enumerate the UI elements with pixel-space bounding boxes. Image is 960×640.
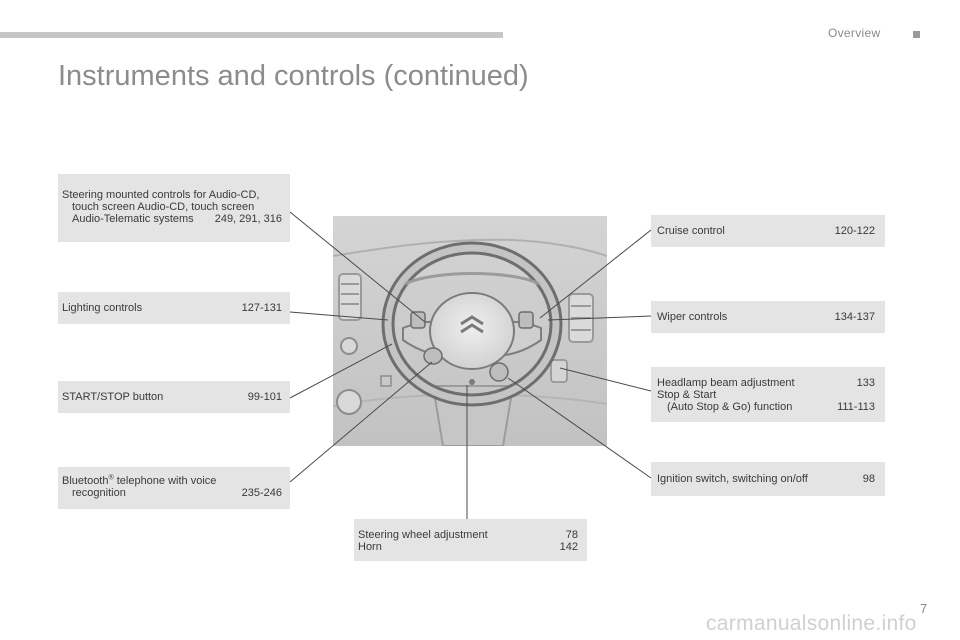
callout-label: Cruise control — [657, 225, 725, 237]
callout-label: START/STOP button — [62, 391, 164, 403]
steering-wheel-drawing — [333, 216, 607, 446]
watermark: carmanualsonline.info — [706, 612, 917, 635]
callout-cruise-control: Cruise control 120-122 — [651, 215, 885, 247]
callout-wiper-controls: Wiper controls 134-137 — [651, 301, 885, 333]
page-ref: 111-113 — [837, 401, 875, 413]
registered-mark: ® — [108, 474, 114, 482]
callout-line: (Auto Stop & Go) function — [667, 401, 793, 413]
callout-label: Steering wheel adjustment — [358, 529, 488, 541]
callout-label: Bluetooth — [62, 475, 109, 487]
header-rule — [0, 32, 503, 38]
page-ref: 127-131 — [241, 302, 282, 314]
steering-wheel-illustration — [333, 216, 607, 446]
callout-steering-audio-controls: Steering mounted controls for Audio-CD, … — [58, 174, 290, 242]
page-ref: 99-101 — [247, 391, 282, 403]
page-number: 7 — [920, 601, 928, 616]
page-ref: 120-122 — [834, 225, 875, 237]
page-ref: 133 — [856, 377, 875, 389]
callout-line: touch screen Audio-CD, touch screen — [72, 201, 255, 213]
page-ref: 235-246 — [241, 487, 282, 499]
callout-label: Ignition switch, switching on/off — [657, 473, 808, 485]
callout-steering-wheel: Steering wheel adjustment 78 Horn 142 — [354, 519, 587, 561]
callout-label: Lighting controls — [62, 302, 143, 314]
callout-ignition-switch: Ignition switch, switching on/off 98 — [651, 462, 885, 496]
callout-label: Headlamp beam adjustment — [657, 377, 795, 389]
callout-label: telephone with voice — [113, 475, 217, 487]
section-marker — [913, 31, 920, 38]
page-title: Instruments and controls (continued) — [58, 60, 529, 92]
section-label: Overview — [828, 26, 881, 40]
callout-bluetooth: Bluetooth® telephone with voice recognit… — [58, 467, 290, 509]
callout-label: Wiper controls — [657, 311, 728, 323]
page-ref: 134-137 — [834, 311, 875, 323]
callout-line: Audio-Telematic systems — [72, 213, 194, 225]
callout-lighting-controls: Lighting controls 127-131 — [58, 292, 290, 324]
callout-headlamp-stop-start: Headlamp beam adjustment 133 Stop & Star… — [651, 367, 885, 422]
page-ref: 78 — [565, 529, 578, 541]
callout-label: Stop & Start — [657, 389, 717, 401]
callout-label: Horn — [358, 541, 382, 553]
callout-line: Steering mounted controls for Audio-CD, — [62, 189, 260, 201]
callout-start-stop-button: START/STOP button 99-101 — [58, 381, 290, 413]
callout-line: recognition — [72, 487, 126, 499]
page-ref: 142 — [559, 541, 578, 553]
page-ref: 98 — [862, 473, 875, 485]
page-ref: 249, 291, 316 — [214, 213, 282, 225]
